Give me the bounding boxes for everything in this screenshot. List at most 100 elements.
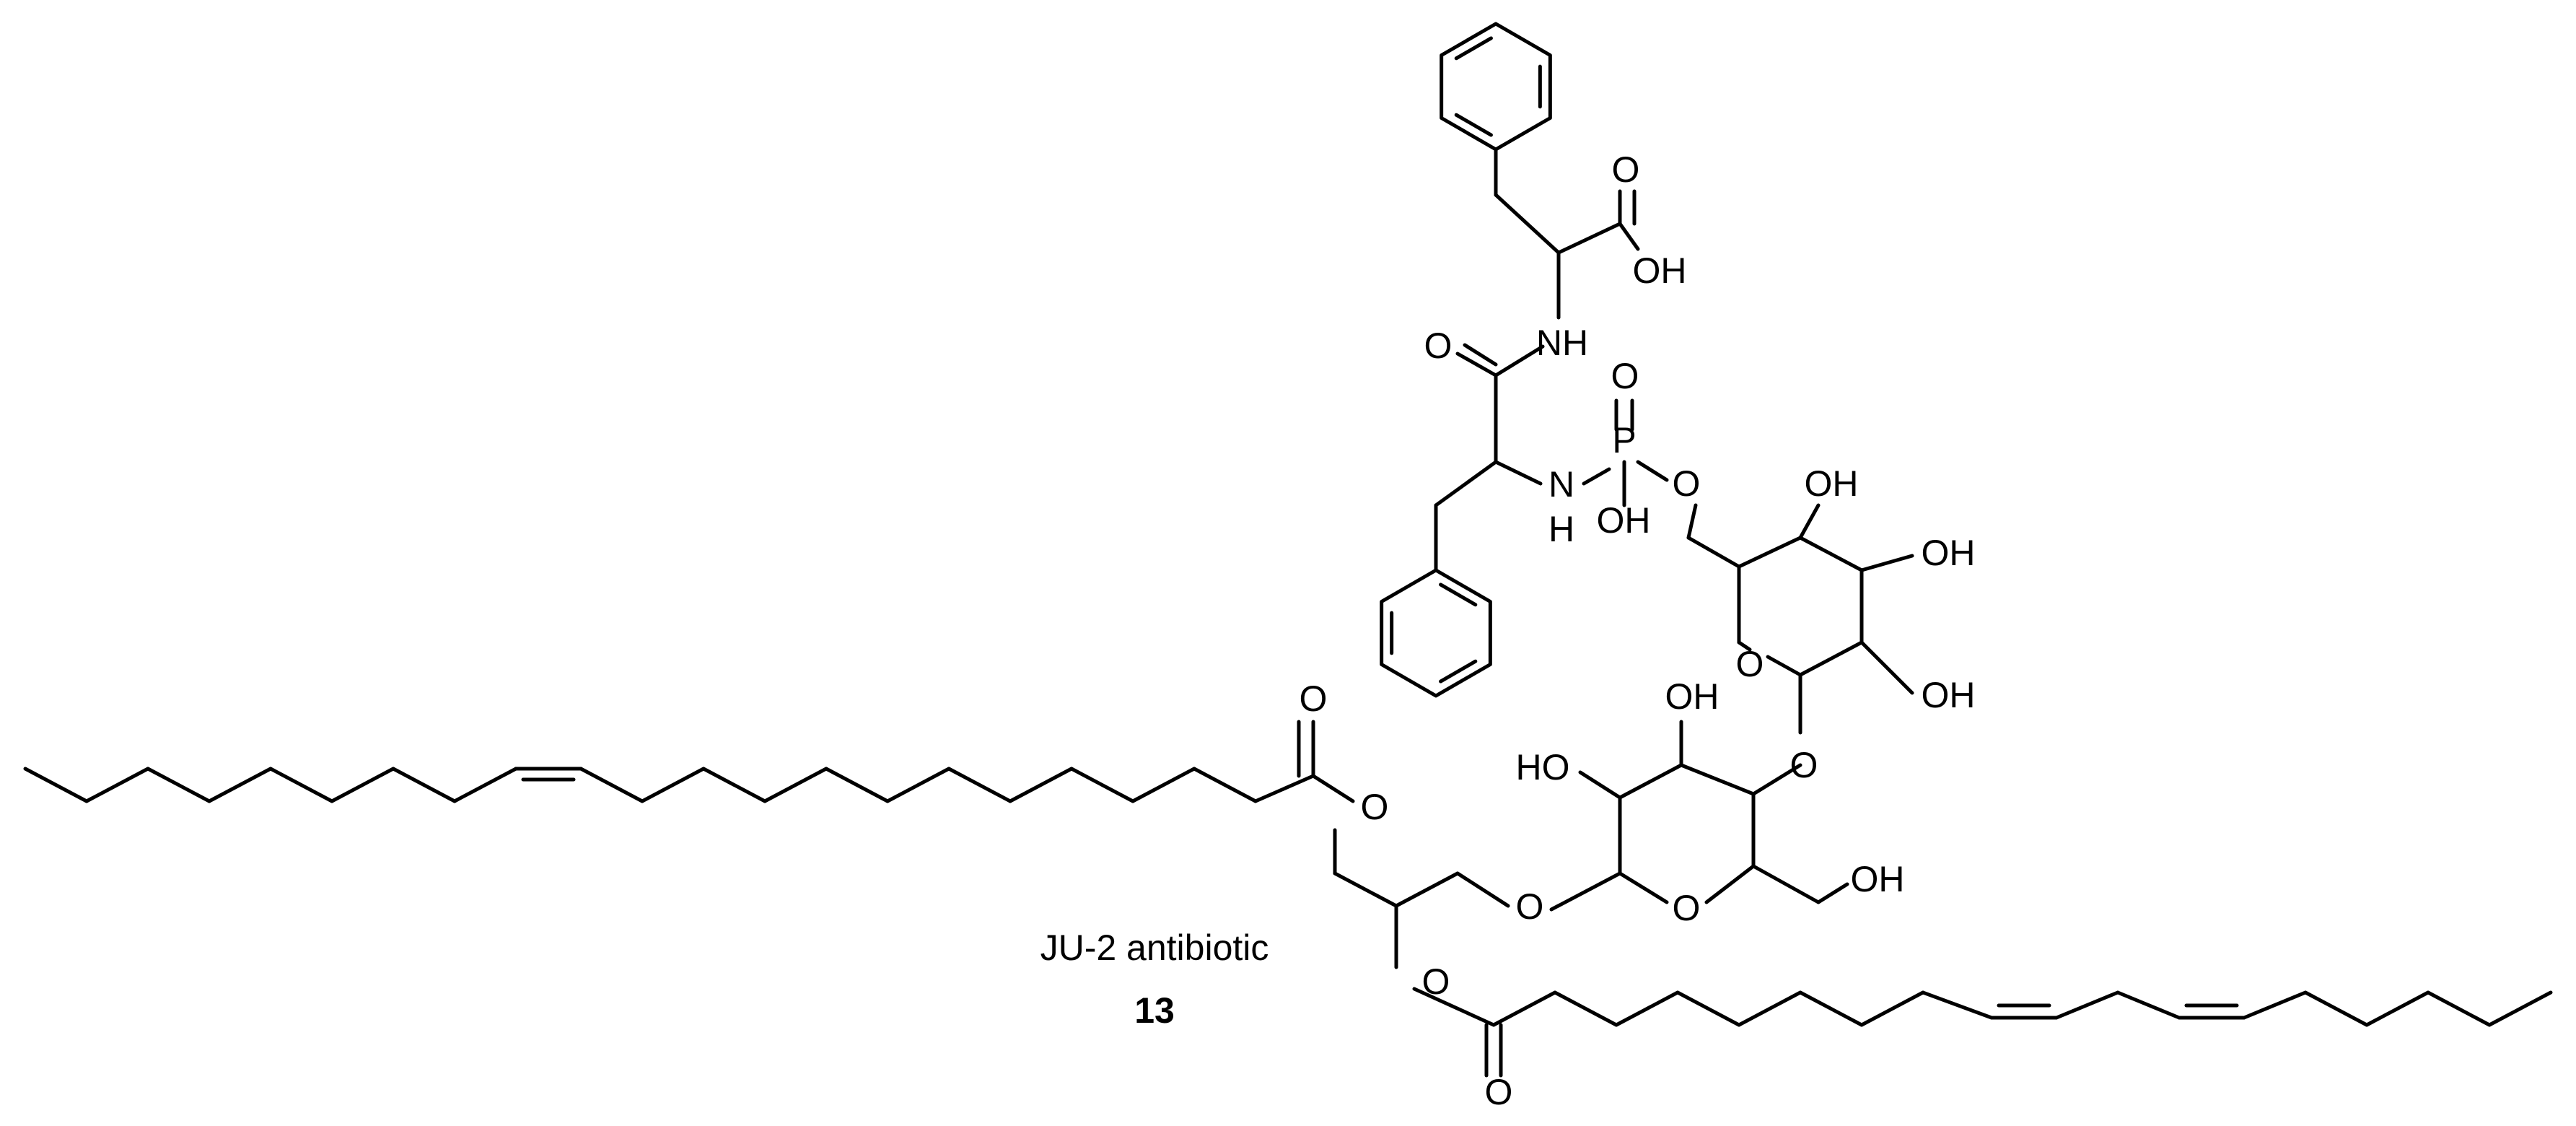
bond (452, 767, 518, 803)
bond (1798, 640, 1864, 677)
bond (1636, 460, 1669, 482)
bond (701, 767, 767, 803)
bond (146, 767, 211, 803)
compound-name: JU-2 antibiotic (1041, 928, 1269, 968)
bond (947, 767, 1012, 803)
bond-lines (23, 22, 2553, 1078)
bond (1614, 990, 1680, 1027)
compound-number: 13 (1134, 990, 1175, 1031)
bond (1766, 655, 1802, 677)
amide-oxygen-label: O (1424, 326, 1453, 366)
bond (1686, 503, 1698, 540)
phosphate-ester-oxygen-label: O (1673, 463, 1701, 504)
bond (1859, 554, 1914, 572)
glycerol-ether-oxygen-label: O (1516, 886, 1544, 927)
bond (1798, 990, 1864, 1027)
sugar2-top-hydroxyl-label: OH (1665, 676, 1719, 717)
phosphoryl-oxygen-label: O (1611, 356, 1639, 396)
bond (1798, 536, 1864, 572)
bond (1394, 871, 1460, 908)
bond (1069, 767, 1135, 803)
bond (1491, 990, 1557, 1027)
bond (1816, 882, 1849, 904)
bond (1751, 864, 1821, 904)
bond (2487, 990, 2553, 1027)
sugar1-right-hydroxyl-label: OH (1922, 533, 1976, 573)
bond (640, 767, 706, 803)
bond (1798, 503, 1821, 540)
bond (2365, 990, 2430, 1027)
bond (1439, 659, 1478, 684)
bond (1439, 582, 1478, 607)
bond (1582, 467, 1611, 486)
sugar1-top-hydroxyl-label: OH (1805, 463, 1859, 504)
bond (1675, 990, 1741, 1027)
bond (1253, 774, 1315, 803)
amide-nh-label: NH (1536, 323, 1588, 363)
bond (2242, 990, 2308, 1020)
bond (1556, 222, 1622, 255)
bond (2116, 990, 2181, 1020)
bond (1679, 763, 1756, 796)
bond (1494, 193, 1561, 255)
acid-carbonyl-oxygen-label: O (1612, 149, 1640, 190)
bond (1549, 871, 1622, 912)
bond (1737, 536, 1802, 569)
bond (1618, 222, 1640, 251)
bond (1921, 990, 1994, 1020)
bond (1494, 344, 1545, 377)
bond (1618, 871, 1669, 904)
bond (23, 767, 89, 803)
bond (579, 767, 644, 803)
sugar2-hydroxymethyl-oh-label: OH (1851, 859, 1905, 899)
bond (268, 767, 334, 803)
bond (1455, 352, 1498, 377)
bond (207, 767, 273, 803)
bond (330, 767, 395, 803)
ester2-oxygen-label: O (1422, 961, 1450, 1002)
bond (1412, 987, 1496, 1027)
bond (84, 767, 150, 803)
atom-labels: O OH O NH O P N H OH O OH OH O OH OH HO … (1300, 149, 1976, 1112)
acid-hydroxyl-label: OH (1633, 250, 1687, 291)
bond (885, 767, 951, 803)
ester1-oxygen-label: O (1361, 787, 1389, 827)
sugar1-lower-hydroxyl-label: OH (1922, 675, 1976, 715)
sugar2-ring-oxygen-label: O (1673, 888, 1701, 928)
benzene-ring (1380, 568, 1492, 698)
bond (1704, 864, 1756, 904)
bond (1859, 990, 1925, 1027)
bond (1463, 343, 1498, 367)
bond (1131, 767, 1196, 803)
sugar1-ring-oxygen-label: O (1736, 644, 1764, 684)
bond (391, 767, 457, 803)
bond (1737, 640, 1752, 652)
bond (1859, 640, 1914, 695)
bond (1311, 774, 1355, 803)
bond (2303, 990, 2369, 1027)
bond (1455, 871, 1510, 908)
bond (1618, 763, 1683, 800)
glycosidic-oxygen-label: O (1790, 745, 1818, 785)
bond (1434, 460, 1498, 507)
benzene-ring (1440, 22, 1552, 152)
bond (1553, 990, 1618, 1027)
bond (1008, 767, 1074, 803)
phosphoramide-nitrogen-label: N (1548, 464, 1574, 505)
phosphate-hydroxyl-label: OH (1597, 500, 1651, 541)
bond (1192, 767, 1258, 803)
phosphoramide-hydrogen-label: H (1548, 509, 1574, 549)
sugar2-left-hydroxyl-label: HO (1516, 747, 1570, 787)
bond (2426, 990, 2492, 1027)
phosphorus-label: P (1612, 420, 1636, 461)
bond (1737, 990, 1802, 1027)
bond (1686, 536, 1741, 569)
bond (1494, 460, 1543, 486)
bond (763, 767, 828, 803)
ester2-carbonyl-oxygen-label: O (1485, 1072, 1513, 1112)
bond (1454, 36, 1493, 61)
bond (1578, 770, 1622, 800)
bond (824, 767, 890, 803)
bond (1333, 871, 1398, 908)
